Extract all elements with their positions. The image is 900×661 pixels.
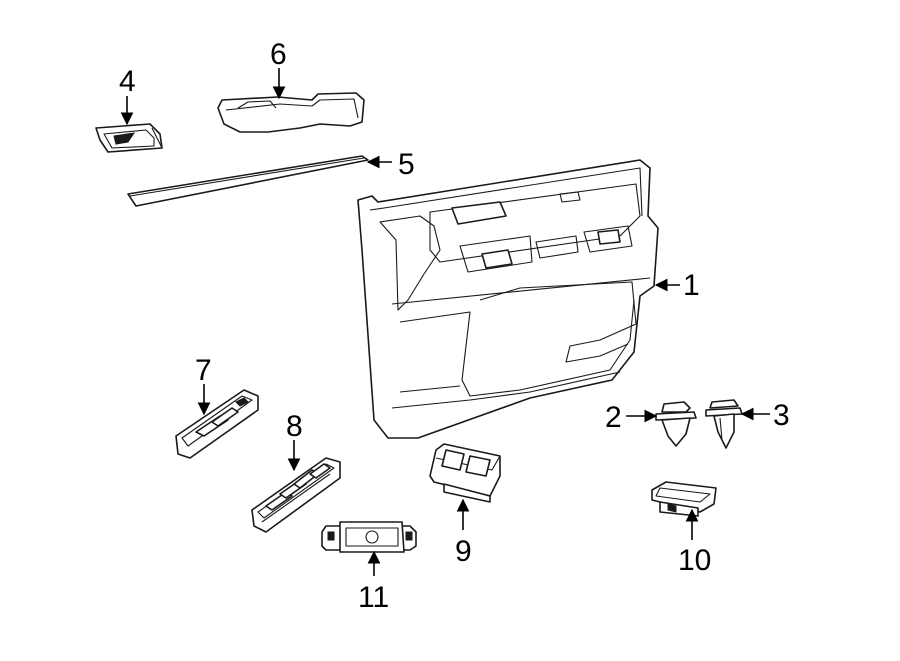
part-7-window-switch	[175, 389, 259, 459]
part-6-armrest	[217, 92, 365, 133]
part-10-switch	[651, 481, 717, 517]
part-3-retainer-clip	[705, 399, 743, 449]
part-5-belt-molding	[127, 155, 369, 207]
part-8-master-switch	[251, 457, 341, 533]
callout-7-label: 7	[195, 354, 212, 387]
callout-4-label: 4	[119, 65, 136, 98]
callout-2-label: 2	[605, 401, 622, 434]
callout-11-label: 11	[358, 581, 389, 614]
part-9-switch	[429, 443, 501, 503]
callout-9-label: 9	[455, 535, 472, 568]
part-1-door-trim-panel	[357, 159, 659, 439]
callout-8-label: 8	[286, 410, 303, 443]
callout-3-label: 3	[773, 399, 790, 432]
callout-5-label: 5	[398, 148, 415, 181]
part-2-push-pin-retainer	[655, 401, 697, 447]
callout-10-label: 10	[678, 544, 711, 577]
part-11-switch	[321, 521, 417, 553]
callout-6-label: 6	[270, 38, 287, 71]
callout-1-label: 1	[683, 269, 700, 302]
part-4-handle-bezel	[95, 123, 163, 153]
